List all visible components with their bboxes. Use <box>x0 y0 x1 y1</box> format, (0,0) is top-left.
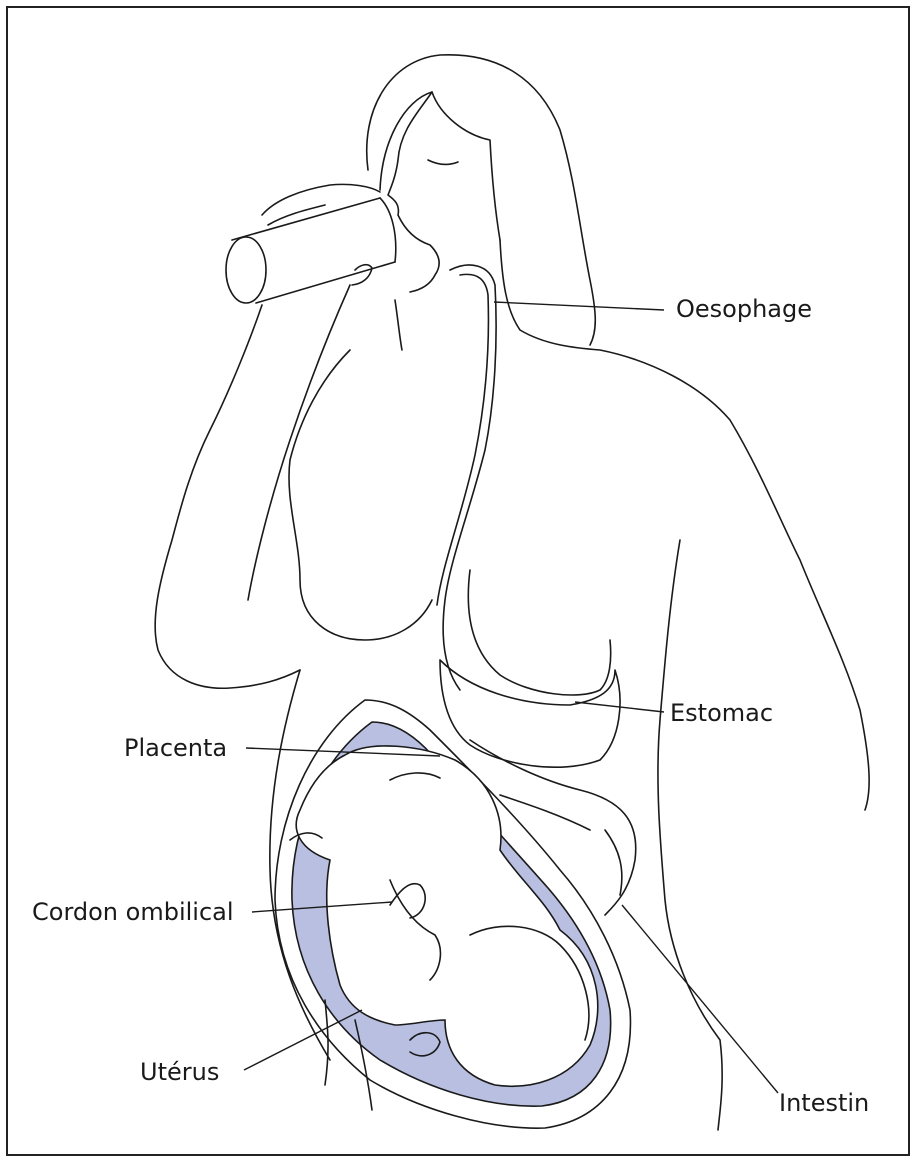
label-intestine: Intestin <box>779 1091 869 1115</box>
leader-uterus <box>244 1010 362 1070</box>
stomach <box>440 660 620 767</box>
cup-rim <box>380 198 396 262</box>
label-stomach: Estomac <box>670 701 773 725</box>
label-uterus: Utérus <box>140 1060 219 1084</box>
eye-icon <box>428 160 458 164</box>
leader-intestine <box>622 905 778 1093</box>
cup-bottom <box>226 237 266 303</box>
oesophagus-tube-inner <box>437 274 488 605</box>
neck-front <box>395 300 402 350</box>
cup-body <box>232 198 395 303</box>
breast-near <box>289 350 432 640</box>
label-umbilical-cord: Cordon ombilical <box>32 900 234 924</box>
label-placenta: Placenta <box>124 736 227 760</box>
arm-inner <box>248 285 350 600</box>
baby-body <box>296 746 598 1086</box>
hand <box>262 184 380 285</box>
hair-inner <box>380 92 500 240</box>
body-right <box>658 540 722 1130</box>
label-oesophagus: Oesophage <box>676 297 812 321</box>
leader-oesophagus <box>494 302 664 310</box>
leg-line-1 <box>325 1000 328 1085</box>
hair-outline <box>367 55 596 345</box>
breast-far <box>468 570 610 695</box>
arm-outer <box>155 305 300 688</box>
